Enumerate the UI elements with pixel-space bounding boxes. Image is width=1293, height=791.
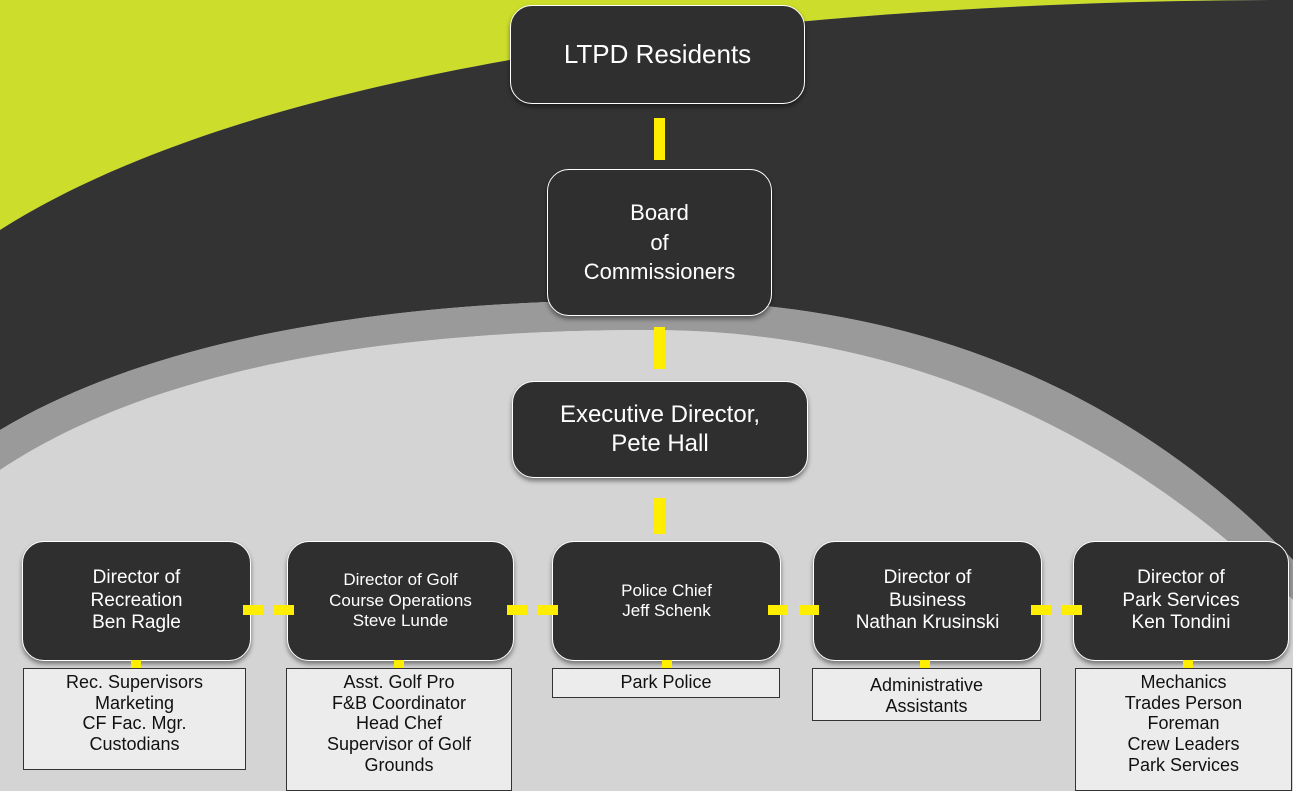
staff-recreation-list: Rec. Supervisors Marketing CF Fac. Mgr. …: [65, 672, 204, 755]
police-chief-label: Police Chief Jeff Schenk: [621, 580, 712, 620]
tick-park-services: [1183, 660, 1193, 668]
director-business-label: Director of Business Nathan Krusinski: [855, 566, 1000, 634]
director-recreation-label: Director of Recreation Ben Ragle: [90, 566, 183, 634]
director-golf-node: Director of Golf Course Operations Steve…: [287, 541, 514, 661]
tick-police: [662, 660, 672, 668]
director-park-services-label: Director of Park Services Ken Tondini: [1122, 566, 1240, 634]
dash-connector-4a: [1031, 605, 1051, 615]
dash-connector-1a: [243, 605, 263, 615]
staff-business-list: Administrative Assistants: [869, 675, 984, 716]
connector-executive-police: [654, 498, 665, 534]
staff-box-business: Administrative Assistants: [812, 668, 1041, 721]
dash-connector-3b: [799, 605, 819, 615]
police-chief-node: Police Chief Jeff Schenk: [552, 541, 781, 661]
tick-golf: [394, 660, 404, 668]
residents-node: LTPD Residents: [510, 5, 805, 104]
tick-recreation: [131, 660, 141, 668]
director-business-node: Director of Business Nathan Krusinski: [813, 541, 1042, 661]
staff-box-park-services: Mechanics Trades Person Foreman Crew Lea…: [1075, 668, 1292, 791]
residents-label: LTPD Residents: [563, 38, 752, 69]
dash-connector-1b: [274, 605, 294, 615]
executive-label: Executive Director, Pete Hall: [559, 400, 761, 457]
dash-connector-2b: [538, 605, 558, 615]
light-grey-swoosh: [0, 300, 1293, 600]
staff-box-golf: Asst. Golf Pro F&B Coordinator Head Chef…: [286, 668, 512, 791]
director-recreation-node: Director of Recreation Ben Ragle: [22, 541, 251, 661]
board-node: Board of Commissioners: [547, 169, 772, 316]
staff-golf-list: Asst. Golf Pro F&B Coordinator Head Chef…: [326, 672, 472, 775]
connector-board-executive: [654, 327, 665, 369]
dash-connector-2a: [507, 605, 527, 615]
staff-box-recreation: Rec. Supervisors Marketing CF Fac. Mgr. …: [23, 668, 246, 770]
board-label: Board of Commissioners: [583, 199, 736, 285]
staff-police-list: Park Police: [620, 672, 712, 692]
executive-node: Executive Director, Pete Hall: [512, 381, 808, 478]
green-swoosh: [0, 0, 1293, 230]
director-park-services-node: Director of Park Services Ken Tondini: [1073, 541, 1289, 661]
director-golf-label: Director of Golf Course Operations Steve…: [329, 570, 472, 631]
tick-business: [920, 660, 930, 668]
dash-connector-4b: [1062, 605, 1082, 615]
dash-connector-3a: [768, 605, 788, 615]
connector-residents-board: [654, 118, 665, 160]
staff-box-police: Park Police: [552, 668, 780, 698]
staff-park-services-list: Mechanics Trades Person Foreman Crew Lea…: [1124, 672, 1243, 775]
